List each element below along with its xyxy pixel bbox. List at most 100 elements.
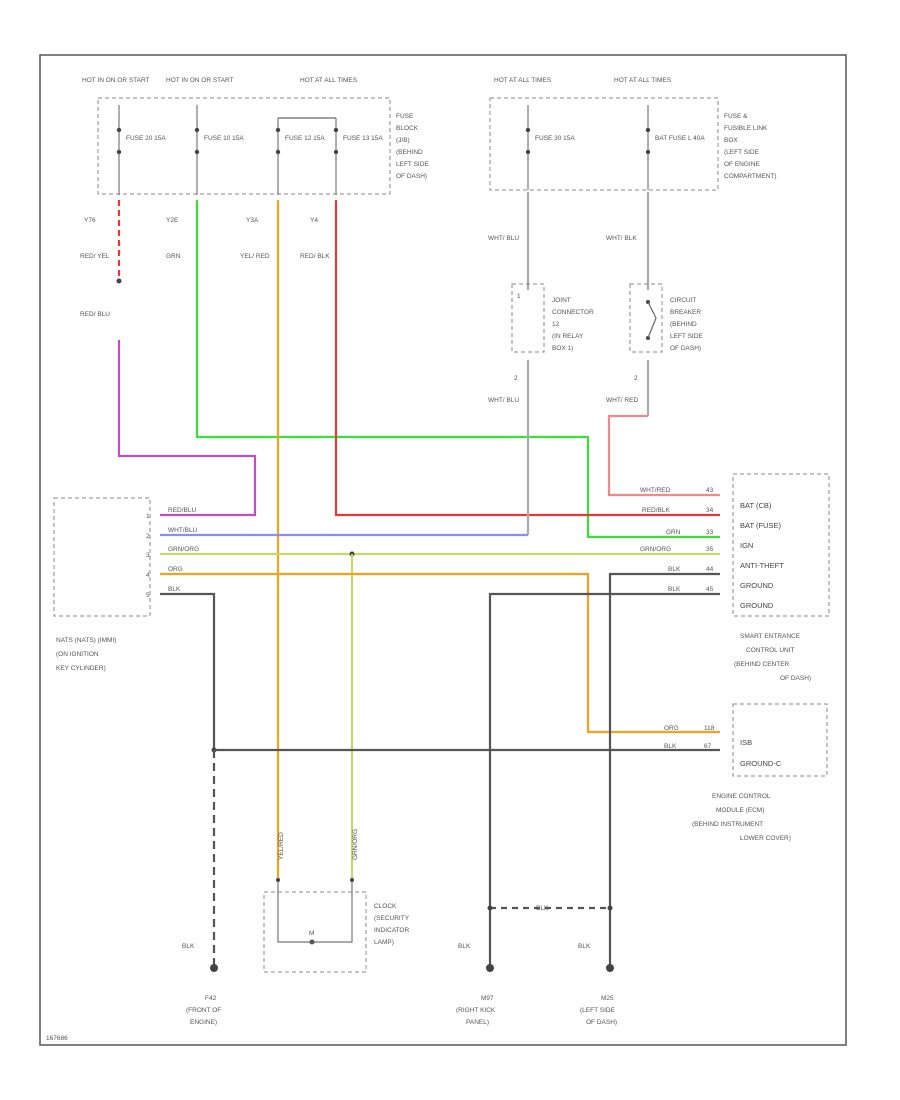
svg-text:12: 12 xyxy=(552,321,560,328)
security-lamp-box xyxy=(263,891,367,973)
svg-text:GRN/ORG: GRN/ORG xyxy=(168,546,199,553)
svg-text:OF DASH): OF DASH) xyxy=(396,173,427,180)
lamp-wire-left: YEL/RED xyxy=(278,832,285,860)
lamp-bulb-icon xyxy=(309,939,315,945)
pin-code-4: Y4 xyxy=(310,217,318,224)
svg-text:BOX 1): BOX 1) xyxy=(552,345,573,352)
lamp-pin: M xyxy=(309,930,314,937)
ground-m25: BLK M25 (LEFT SIDE OF DASH) xyxy=(578,943,617,1026)
svg-text:FUSE: FUSE xyxy=(396,113,414,120)
nats-wire-labels: RED/BLU WHT/BLU GRN/ORG ORG BLK xyxy=(168,507,199,593)
fuse-20: FUSE 20 15A xyxy=(116,105,166,195)
ground-f42-icon xyxy=(210,964,218,972)
svg-text:OF DASH): OF DASH) xyxy=(586,1019,617,1026)
joint-connector-bottom-pin: 2 xyxy=(514,375,518,382)
svg-text:GROUND: GROUND xyxy=(740,581,774,590)
splice-m25 xyxy=(607,905,613,911)
fusible-link-box xyxy=(489,97,719,191)
smart-entrance-pins: 43 34 33 35 44 45 xyxy=(706,487,714,593)
smart-entrance-wire-labels: WHT/RED RED/BLK GRN GRN/ORG BLK BLK xyxy=(640,487,681,593)
svg-text:BAT (FUSE): BAT (FUSE) xyxy=(740,521,781,530)
svg-text:(BEHIND: (BEHIND xyxy=(396,149,423,156)
joint-connector-pin: 1 xyxy=(517,293,521,300)
svg-text:IGN: IGN xyxy=(740,541,753,550)
svg-text:44: 44 xyxy=(706,566,714,573)
joint-connector-label: JOINT CONNECTOR 12 (IN RELAY BOX 1) xyxy=(552,297,594,352)
svg-text:5: 5 xyxy=(146,592,150,599)
svg-text:KEY CYLINDER): KEY CYLINDER) xyxy=(56,665,106,672)
ground-link-wire-label: BLK xyxy=(536,905,549,912)
svg-text:ENGINE): ENGINE) xyxy=(190,1019,217,1026)
fuse-bat-l: BAT FUSE L 40A xyxy=(645,105,705,190)
fuse-12-label: FUSE 12 15A xyxy=(285,135,325,142)
ground-f42: BLK F42 (FRONT OF ENGINE) xyxy=(182,943,221,1026)
svg-text:F42: F42 xyxy=(205,995,217,1002)
svg-text:45: 45 xyxy=(706,586,714,593)
svg-text:(J/B): (J/B) xyxy=(396,137,410,144)
svg-text:(SECURITY: (SECURITY xyxy=(374,915,410,922)
svg-text:3: 3 xyxy=(146,552,150,559)
wire-grn xyxy=(195,200,720,539)
svg-text:BREAKER: BREAKER xyxy=(670,309,701,316)
svg-text:(LEFT SIDE: (LEFT SIDE xyxy=(580,1007,616,1014)
fuse-30: FUSE 30 15A xyxy=(525,105,575,190)
splice-m97 xyxy=(487,905,493,911)
nats-switch-box xyxy=(53,497,151,617)
svg-text:RED/BLK: RED/BLK xyxy=(642,507,670,514)
wire-code-wht-blu-mid: WHT/ BLU xyxy=(488,397,519,404)
svg-text:ORG: ORG xyxy=(168,566,183,573)
fuse-10-label: FUSE 10 15A xyxy=(204,135,244,142)
svg-text:(IN RELAY: (IN RELAY xyxy=(552,333,584,340)
svg-text:MODULE (ECM): MODULE (ECM) xyxy=(716,807,764,814)
hot-label-1: HOT IN ON OR START xyxy=(82,77,150,84)
ecm-label: ENGINE CONTROL MODULE (ECM) (BEHIND INST… xyxy=(692,793,791,842)
lamp-wire-right: GRN/ORG xyxy=(352,829,359,860)
figure-id: 167686 xyxy=(46,1035,68,1042)
circuit-breaker-label: CIRCUIT BREAKER (BEHIND LEFT SIDE OF DAS… xyxy=(670,297,703,352)
svg-text:(BEHIND INSTRUMENT: (BEHIND INSTRUMENT xyxy=(692,821,763,828)
svg-text:BOX: BOX xyxy=(724,137,738,144)
circuit-breaker-box xyxy=(629,283,663,353)
fuse-bat-l-label: BAT FUSE L 40A xyxy=(655,135,705,142)
svg-text:RED/BLU: RED/BLU xyxy=(168,507,196,514)
svg-text:COMPARTMENT): COMPARTMENT) xyxy=(724,173,776,180)
svg-text:(ON IGNITION: (ON IGNITION xyxy=(56,651,99,658)
svg-text:BLK: BLK xyxy=(664,743,677,750)
svg-text:GRN: GRN xyxy=(666,529,681,536)
ground-m25-icon xyxy=(606,964,614,972)
wire-code-red-yel: RED/ YEL xyxy=(80,253,110,260)
svg-text:M97: M97 xyxy=(481,995,494,1002)
ecm-terminals: ISB GROUND-C xyxy=(740,738,782,768)
fuse-30-label: FUSE 30 15A xyxy=(535,135,575,142)
wire-code-wht-blu-top: WHT/ BLU xyxy=(488,235,519,242)
wire-blk-m97 xyxy=(488,592,720,968)
svg-text:ANTI-THEFT: ANTI-THEFT xyxy=(740,561,784,570)
svg-text:BLK: BLK xyxy=(168,586,181,593)
nats-pins: 1 2 3 4 5 xyxy=(146,513,150,599)
fuse-10: FUSE 10 15A xyxy=(194,105,244,195)
hot-label-2: HOT IN ON OR START xyxy=(166,77,234,84)
svg-text:118: 118 xyxy=(704,725,715,732)
svg-text:(FRONT OF: (FRONT OF xyxy=(186,1007,221,1014)
svg-text:BLK: BLK xyxy=(668,586,681,593)
svg-text:M25: M25 xyxy=(601,995,614,1002)
fuse-12: FUSE 12 15A xyxy=(275,118,325,195)
svg-text:WHT/RED: WHT/RED xyxy=(640,487,671,494)
svg-text:CIRCUIT: CIRCUIT xyxy=(670,297,696,304)
svg-text:BLK: BLK xyxy=(668,566,681,573)
svg-text:INDICATOR: INDICATOR xyxy=(374,927,409,934)
svg-text:LEFT SIDE: LEFT SIDE xyxy=(670,333,703,340)
wire-code-yel-red: YEL/ RED xyxy=(240,253,270,260)
wire-blk-nats xyxy=(160,592,216,750)
svg-text:BLOCK: BLOCK xyxy=(396,125,419,132)
svg-text:WHT/BLU: WHT/BLU xyxy=(168,527,198,534)
svg-text:35: 35 xyxy=(706,546,714,553)
wire-org xyxy=(160,572,720,734)
hot-label-4: HOT AT ALL TIMES xyxy=(494,77,552,84)
svg-text:FUSE &: FUSE & xyxy=(724,113,748,120)
svg-text:ENGINE CONTROL: ENGINE CONTROL xyxy=(712,793,771,800)
svg-text:FUSIBLE LINK: FUSIBLE LINK xyxy=(724,125,768,132)
fuse-13-label: FUSE 13 15A xyxy=(343,135,383,142)
wire-blk-m25 xyxy=(608,572,720,968)
